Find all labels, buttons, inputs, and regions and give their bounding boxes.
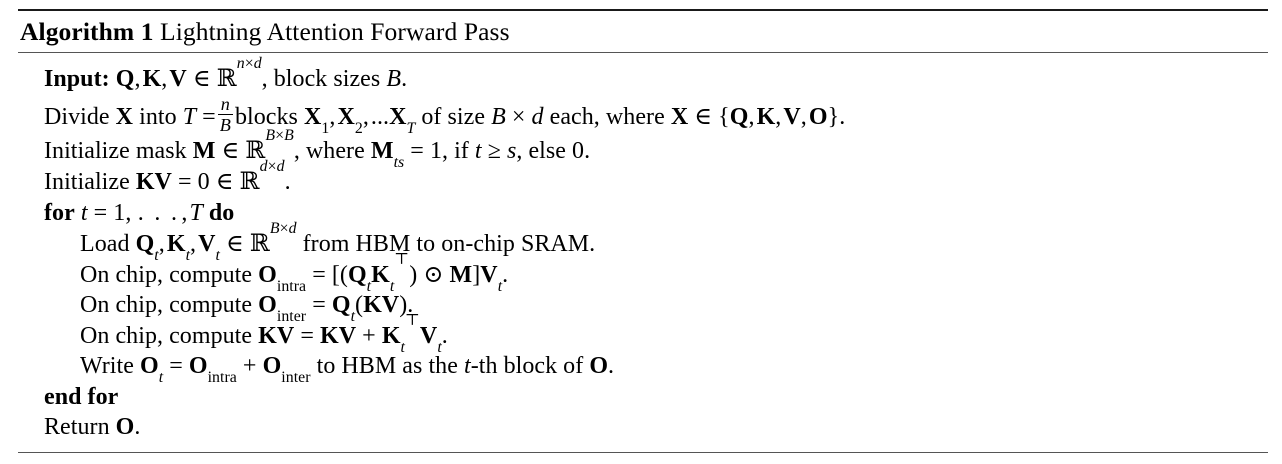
algorithm-caption-title: Lightning Attention Forward Pass [160, 17, 510, 46]
algorithm-body: Input: Q, K, V ∈ ℝn×d, block sizes B. Di… [18, 53, 1268, 452]
caption-rule [18, 52, 1268, 53]
symbol-real-numbers: ℝ [216, 64, 237, 92]
algorithm-caption-number: Algorithm 1 [20, 17, 154, 46]
symbol-element-of: ∈ [192, 66, 211, 92]
algorithm-line-init-mask: Initialize mask M ∈ ℝB×B, where Mts = 1,… [44, 126, 591, 171]
algorithm-line-write: Write Ot = Ointra + Ointer to HBM as the… [80, 353, 615, 387]
bottom-rule [18, 451, 1268, 453]
symbol-K: K [142, 66, 162, 92]
symbol-X: X [115, 103, 134, 130]
top-rule [18, 9, 1268, 11]
keyword-end-for: end for [44, 383, 119, 410]
symbol-KV: KV [135, 169, 172, 196]
algorithm-line-return: Return O. [44, 414, 141, 441]
symbol-O: O [115, 414, 135, 441]
algorithm-line-compute-inter: On chip, compute Ointer = Qt(KV). [80, 292, 414, 326]
algorithm-line-compute-intra: On chip, compute Ointra = [(QtKt⊤) ⊙ M]V… [80, 250, 509, 295]
algorithm-block: Algorithm 1 Lightning Attention Forward … [18, 9, 1268, 453]
symbol-Q: Q [115, 66, 135, 92]
algorithm-line-init-kv: Initialize KV = 0 ∈ ℝd×d. [44, 158, 291, 196]
keyword-for: for [44, 199, 75, 226]
algorithm-line-end-for: end for [18, 382, 1268, 413]
keyword-do: do [208, 199, 235, 226]
algorithm-line-for: for t = 1, . . ., T do [44, 199, 235, 226]
symbol-hadamard: ⊙ [423, 261, 444, 288]
keyword-input: Input: [44, 66, 110, 92]
algorithm-line-compute-kv: On chip, compute KV = KV + Kt⊤Vt. [80, 311, 448, 356]
algorithm-line-load: Load Qt, Kt, Vt ∈ ℝB×d from HBM to on-ch… [80, 220, 596, 265]
symbol-B: B [386, 66, 402, 92]
symbol-M: M [192, 137, 216, 164]
algorithm-caption: Algorithm 1 Lightning Attention Forward … [18, 11, 1268, 52]
algorithm-line-input: Input: Q, K, V ∈ ℝn×d, block sizes B. [44, 55, 408, 92]
symbol-V: V [169, 66, 187, 92]
